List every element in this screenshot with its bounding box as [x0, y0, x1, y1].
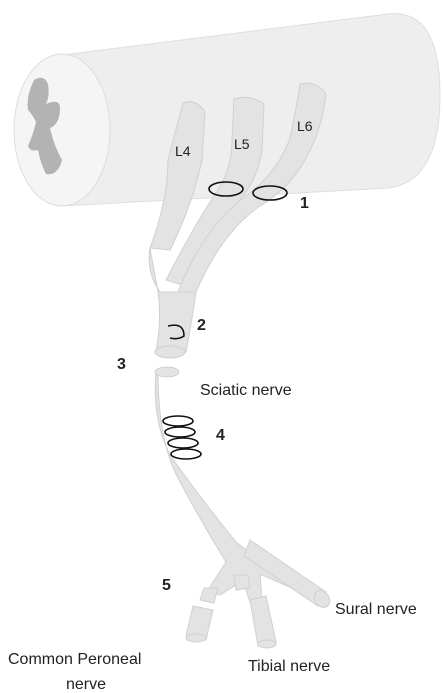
sciatic-trunk-distal — [155, 372, 328, 604]
site-number-2: 2 — [197, 317, 206, 334]
label-tibial-nerve: Tibial nerve — [248, 658, 330, 675]
site-number-3: 3 — [117, 356, 126, 373]
spinal-cord-end — [14, 54, 110, 206]
tibial-end — [258, 640, 276, 648]
site-number-5: 5 — [162, 577, 171, 594]
ligature-4a — [163, 416, 193, 426]
root-label-l5: L5 — [234, 136, 250, 152]
root-label-l4: L4 — [175, 143, 191, 159]
ligature-4b — [165, 427, 195, 437]
ligature-4c — [168, 438, 198, 448]
distal-stump — [155, 367, 179, 377]
label-common-peroneal-line1: Common Peroneal — [8, 651, 141, 668]
proximal-stump — [155, 346, 185, 358]
label-common-peroneal-line2: nerve — [66, 676, 106, 693]
label-sural-nerve: Sural nerve — [335, 601, 417, 618]
common-peroneal-end — [186, 634, 206, 642]
site-number-4: 4 — [216, 427, 225, 444]
site-number-1: 1 — [300, 195, 309, 212]
tibial-stump-proximal — [234, 575, 250, 590]
root-label-l6: L6 — [297, 118, 313, 134]
ligature-4d — [171, 449, 201, 459]
label-sciatic-nerve: Sciatic nerve — [200, 382, 292, 399]
common-peroneal-stump-proximal — [200, 588, 218, 603]
tibial-distal — [250, 596, 276, 646]
